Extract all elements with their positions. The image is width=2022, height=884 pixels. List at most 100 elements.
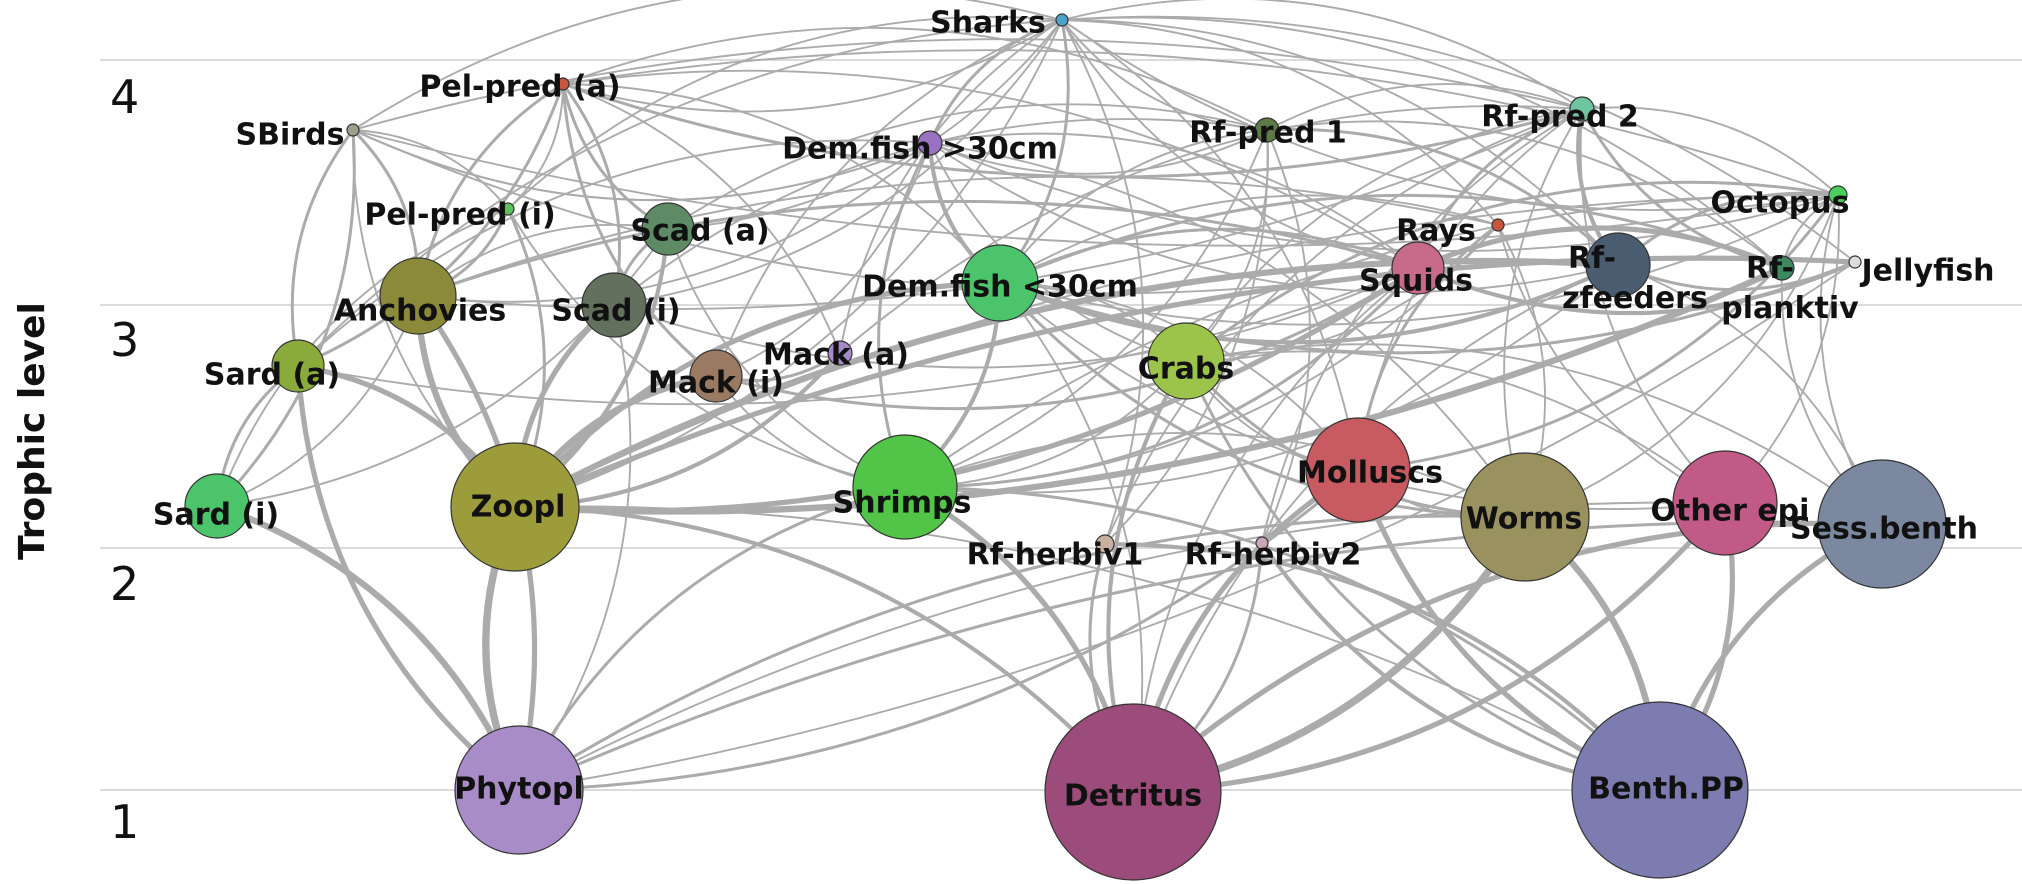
node-scad_i[interactable] xyxy=(581,272,647,338)
label-mack_i: Mack (i) xyxy=(648,366,784,401)
label-octopus: Octopus xyxy=(1711,186,1850,221)
tick-label-4: 4 xyxy=(110,70,139,124)
node-sard_i[interactable] xyxy=(184,473,250,539)
link-pelpred_i-sbirds xyxy=(352,129,509,210)
y-axis-ticks: 1 2 3 4 xyxy=(110,70,139,849)
label-crabs: Crabs xyxy=(1138,352,1234,387)
link-shrimps-rfzfeeders xyxy=(904,264,1619,494)
link-worms-demfish_gt30 xyxy=(929,142,1526,518)
link-zoopl-octopus xyxy=(514,194,1839,508)
link-demfish_lt30-rfzfeeders xyxy=(997,262,1621,345)
link-mack_i-demfish_gt30 xyxy=(715,142,931,377)
node-demfish_lt30[interactable] xyxy=(961,244,1039,322)
link-mack_i-squids xyxy=(714,266,1420,411)
node-pelpred_i[interactable] xyxy=(501,202,515,216)
link-squids-sharks xyxy=(1061,19,1419,269)
link-rfzfeeders-sharks xyxy=(1061,19,1619,266)
node-sessbenth[interactable] xyxy=(1817,459,1947,589)
label-mack_a: Mack (a) xyxy=(763,338,909,373)
link-squids-jellyfish xyxy=(1415,259,1858,316)
node-detritus[interactable] xyxy=(1044,703,1222,881)
label-worms: Worms xyxy=(1466,502,1583,537)
node-squids[interactable] xyxy=(1391,241,1445,295)
link-rfplanktiv-sharks xyxy=(1061,16,1783,269)
link-rfpred1-sharks xyxy=(1061,19,1268,131)
node-rfzfeeders[interactable] xyxy=(1585,232,1651,298)
node-pelpred_a[interactable] xyxy=(556,77,570,91)
link-rfzfeeders-demfish_gt30 xyxy=(929,142,1619,293)
label-sharks: Sharks xyxy=(930,6,1046,41)
label-rfplanktiv: Rf-planktiv xyxy=(1721,251,1859,326)
link-crabs-octopus xyxy=(1184,180,1840,363)
label-demfish_gt30: Dem.fish >30cm xyxy=(782,132,1058,167)
node-octopus[interactable] xyxy=(1828,185,1848,205)
link-sbirds-sharks xyxy=(352,0,1063,131)
link-sbirds-demfish_gt30 xyxy=(352,129,931,202)
node-rfherbiv2[interactable] xyxy=(1255,536,1269,550)
link-rfherbiv2-rfpred1 xyxy=(1261,129,1311,544)
link-crabs-rays xyxy=(1185,224,1499,362)
y-axis-title: Trophic level xyxy=(12,302,53,560)
link-phytopl-sessbenth xyxy=(517,520,1884,792)
link-detritus-zoopl xyxy=(512,504,1136,795)
link-octopus-demfish_gt30 xyxy=(929,142,1839,252)
node-crabs[interactable] xyxy=(1147,322,1225,400)
link-sbirds-octopus xyxy=(352,129,1839,247)
label-otherepi: Other epi xyxy=(1651,494,1810,529)
node-shrimps[interactable] xyxy=(852,434,958,540)
link-squids-pelpred_a xyxy=(562,69,1419,269)
node-phytopl[interactable] xyxy=(454,725,584,855)
link-octopus-rfpred2 xyxy=(1581,106,1839,196)
link-shrimps-pelpred_i xyxy=(507,208,906,488)
node-sbirds[interactable] xyxy=(346,123,360,137)
link-sard_a-demfish_gt30 xyxy=(297,139,931,367)
label-jellyfish: Jellyfish xyxy=(1859,254,1994,289)
node-jellyfish[interactable] xyxy=(1848,255,1862,269)
link-phytopl-sard_a xyxy=(295,363,522,793)
link-detritus-otherepi xyxy=(1130,500,1728,795)
gridlines xyxy=(100,59,2022,791)
label-zoopl: Zoopl xyxy=(471,490,566,525)
label-sard_i: Sard (i) xyxy=(153,498,279,533)
link-zoopl-sharks xyxy=(514,19,1063,508)
label-scad_i: Scad (i) xyxy=(551,294,680,329)
label-sard_a: Sard (a) xyxy=(204,358,340,393)
link-pelpred_i-sharks xyxy=(507,15,1063,210)
node-rays[interactable] xyxy=(1491,218,1505,232)
node-mack_i[interactable] xyxy=(689,349,743,403)
link-demfish_lt30-rfplanktiv xyxy=(998,193,1784,285)
label-pelpred_i: Pel-pred (i) xyxy=(364,198,555,233)
link-rfherbiv1-rfpred2 xyxy=(1104,108,1583,545)
node-sard_a[interactable] xyxy=(271,339,325,393)
label-demfish_lt30: Dem.fish <30cm xyxy=(862,270,1138,305)
link-sard_a-pelpred_a xyxy=(296,82,565,368)
link-zoopl-demfish_lt30 xyxy=(512,280,1003,510)
node-demfish_gt30[interactable] xyxy=(917,130,943,156)
node-benthpp[interactable] xyxy=(1571,701,1749,879)
node-scad_a[interactable] xyxy=(641,202,695,256)
label-anchovies: Anchovies xyxy=(334,294,506,329)
node-worms[interactable] xyxy=(1460,452,1590,582)
link-shrimps-octopus xyxy=(904,193,1839,488)
link-worms-octopus xyxy=(1524,194,1839,518)
node-zoopl[interactable] xyxy=(450,442,580,572)
link-sard_i-pelpred_i xyxy=(216,208,509,507)
label-benthpp: Benth.PP xyxy=(1588,772,1744,807)
node-anchovies[interactable] xyxy=(379,257,457,335)
node-rfplanktiv[interactable] xyxy=(1769,255,1795,281)
node-molluscs[interactable] xyxy=(1305,417,1411,523)
tick-label-2: 2 xyxy=(110,557,139,611)
tick-label-3: 3 xyxy=(110,313,139,367)
node-rfpred1[interactable] xyxy=(1254,117,1280,143)
link-rfpred1-rfpred2 xyxy=(1266,83,1583,131)
node-mack_a[interactable] xyxy=(827,340,853,366)
node-rfherbiv1[interactable] xyxy=(1095,534,1115,554)
link-benthpp-crabs xyxy=(1184,359,1662,792)
node-sharks[interactable] xyxy=(1055,13,1069,27)
node-otherepi[interactable] xyxy=(1672,450,1778,556)
link-scad_i-sharks xyxy=(613,19,1063,306)
tick-label-1: 1 xyxy=(110,795,139,849)
node-rfpred2[interactable] xyxy=(1569,96,1595,122)
